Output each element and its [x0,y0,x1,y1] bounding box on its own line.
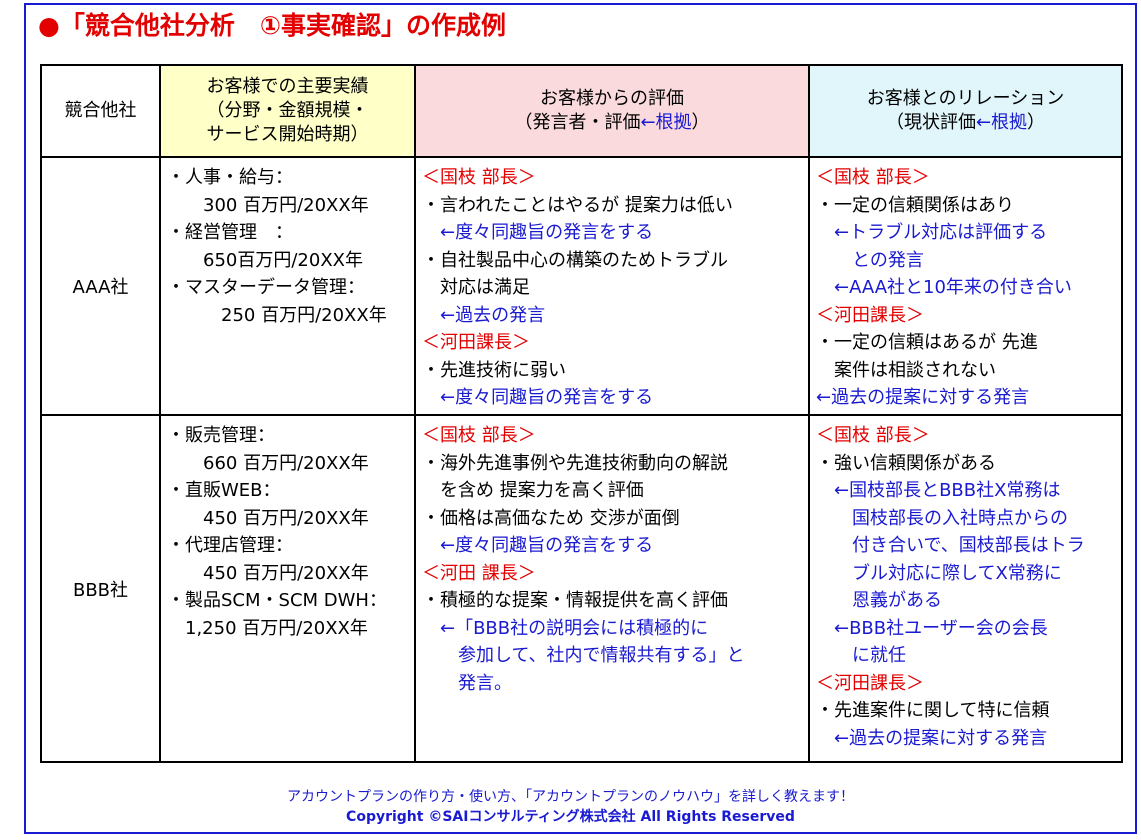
cell-line: ・経営管理 ： [167,222,293,243]
header-performance-line: サービス開始時期） [206,124,369,145]
cell-line: ＜河田課長＞ [422,332,530,353]
cell-line: ←過去の提案に対する発言 [816,387,1030,408]
cell-line: 恩義がある [816,590,942,611]
cell-line: ＜国枝 部長＞ [422,167,536,188]
cell-line: ＜河田課長＞ [816,672,924,694]
cell-line: ←過去の発言 [422,304,546,326]
cell-line: ・代理店管理： [167,535,293,556]
cell-line: ←AAA社と10年来の付き合い [816,277,1072,298]
cell-line: 450 百万円/20XX年 [167,507,369,529]
cell-line: ＜河田課長＞ [816,304,924,326]
header-performance: お客様での主要実績 （分野・金額規模・ サービス開始時期） [159,64,416,158]
cell-line: ・積極的な提案・情報提供を高く評価 [422,590,728,611]
header-performance-line: お客様での主要実績 [206,76,369,97]
cell-line: ・販売管理： [167,425,275,446]
header-relation-text: （現状評価 [885,112,976,133]
cell-line: ・一定の信頼関係はあり [816,194,1014,216]
cell-line: ・海外先進事例や先進技術動向の解説 [422,452,728,474]
evaluation-cell: ＜国枝 部長＞・言われたことはやるが 提案力は低い ←度々同趣旨の発言をする・自… [414,156,810,416]
competitor-name-cell: AAA社 [40,156,161,416]
header-performance-line: （分野・金額規模・ [206,100,369,121]
cell-line: ＜国枝 部長＞ [816,167,930,188]
header-relation-line1: お客様とのリレーション [866,88,1065,109]
cell-line: 国枝部長の入社時点からの [816,507,1068,529]
cell-line: 300 百万円/20XX年 [167,194,369,216]
cell-line: 250 百万円/20XX年 [167,304,387,326]
cell-line: ←過去の提案に対する発言 [816,727,1048,749]
cell-line: 案件は相談されない [816,359,996,381]
competitor-name-cell: BBB社 [40,414,161,763]
cell-line: ・価格は高価なため 交渉が面倒 [422,507,680,529]
cell-line: ←度々同趣旨の発言をする [422,387,654,408]
table-row-aaa: AAA社 ・人事・給与： 300 百万円/20XX年・経営管理 ： 650百万円… [40,156,1123,416]
cell-line: 450 百万円/20XX年 [167,562,369,584]
header-competitor: 競合他社 [40,64,161,158]
cell-line: ←「BBB社の説明会には積極的に [422,617,709,639]
header-evaluation-paren: ） [691,112,710,133]
slide-title: ●「競合他社分析 ①事実確認」の作成例 [38,11,506,40]
cell-line: ブル対応に際してX常務に [816,562,1062,584]
footer-tagline: アカウントプランの作り方・使い方、「アカウントプランのノウハウ」を詳しく教えます… [287,789,854,805]
cell-line: ・強い信頼関係がある [816,452,996,474]
cell-line: ←国枝部長とBBB社X常務は [816,480,1061,501]
cell-line: ←トラブル対応は評価する [816,222,1048,243]
competitor-name: AAA社 [72,277,129,298]
cell-line: 1,250 百万円/20XX年 [167,617,368,639]
slide-frame [24,3,1137,834]
footer-copyright: Copyright ©SAIコンサルティング株式会社 All Rights Re… [346,809,795,825]
header-relation-paren: ） [1027,112,1046,133]
header-competitor-label: 競合他社 [64,100,137,121]
cell-line: ・マスターデータ管理： [167,277,365,298]
cell-line: ・一定の信頼はあるが 先進 [816,332,1038,353]
relation-cell: ＜国枝 部長＞ ・一定の信頼関係はあり ←トラブル対応は評価する との発言 ←AA… [808,156,1123,416]
cell-line: ・言われたことはやるが 提案力は低い [422,194,733,216]
header-relation-basis: ←根拠 [975,112,1028,133]
cell-line: 対応は満足 [422,277,530,298]
competitor-name: BBB社 [72,579,129,601]
header-evaluation-basis: ←根拠 [640,112,692,133]
cell-line: ・製品SCM・SCM DWH： [167,590,387,611]
header-evaluation: お客様からの評価 （発言者・評価←根拠） [414,64,810,158]
cell-line: に就任 [816,645,906,666]
cell-line: ＜国枝 部長＞ [422,425,536,446]
relation-cell: ＜国枝 部長＞ ・強い信頼関係がある ←国枝部長とBBB社X常務は 国枝部長の入社… [808,414,1123,763]
performance-cell: ・人事・給与： 300 百万円/20XX年・経営管理 ： 650百万円/20XX… [159,156,416,416]
cell-line: 参加して、社内で情報共有する」と [422,645,745,666]
performance-cell: ・販売管理： 660 百万円/20XX年・直販WEB： 450 百万円/20XX… [159,414,416,763]
cell-line: 660 百万円/20XX年 [167,452,369,474]
header-evaluation-text: （発言者・評価 [514,112,641,133]
table-row-bbb: BBB社 ・販売管理： 660 百万円/20XX年・直販WEB： 450 百万円… [40,414,1123,763]
competitor-analysis-table: 競合他社 お客様での主要実績 （分野・金額規模・ サービス開始時期） お客様から… [40,64,1123,763]
cell-line: ・先進案件に関して特に信頼 [816,700,1050,721]
cell-line: ←BBB社ユーザー会の会長 [816,617,1048,639]
cell-line: ←度々同趣旨の発言をする [422,222,654,243]
cell-line: との発言 [816,249,924,271]
cell-line: を含め 提案力を高く評価 [422,480,644,501]
header-relation: お客様とのリレーション （現状評価←根拠） [808,64,1123,158]
evaluation-cell: ＜国枝 部長＞ ・海外先進事例や先進技術動向の解説 を含め 提案力を高く評価・価格… [414,414,810,763]
header-evaluation-line2: （発言者・評価←根拠） [416,111,808,135]
cell-line: 付き合いで、国枝部長はトラ [816,535,1085,556]
table-header-row: 競合他社 お客様での主要実績 （分野・金額規模・ サービス開始時期） お客様から… [40,64,1123,158]
cell-line: ・自社製品中心の構築のためトラブル [422,249,728,271]
header-evaluation-line1: お客様からの評価 [540,88,684,109]
cell-line: 発言。 [422,672,512,694]
cell-line: ・人事・給与： [167,167,293,188]
cell-line: ・先進技術に弱い [422,359,566,381]
cell-line: 650百万円/20XX年 [167,249,363,271]
cell-line: ・直販WEB： [167,480,281,501]
cell-line: ←度々同趣旨の発言をする [422,535,654,556]
header-relation-line2: （現状評価←根拠） [810,111,1121,135]
cell-line: ＜国枝 部長＞ [816,425,930,446]
cell-line: ＜河田 課長＞ [422,562,536,584]
